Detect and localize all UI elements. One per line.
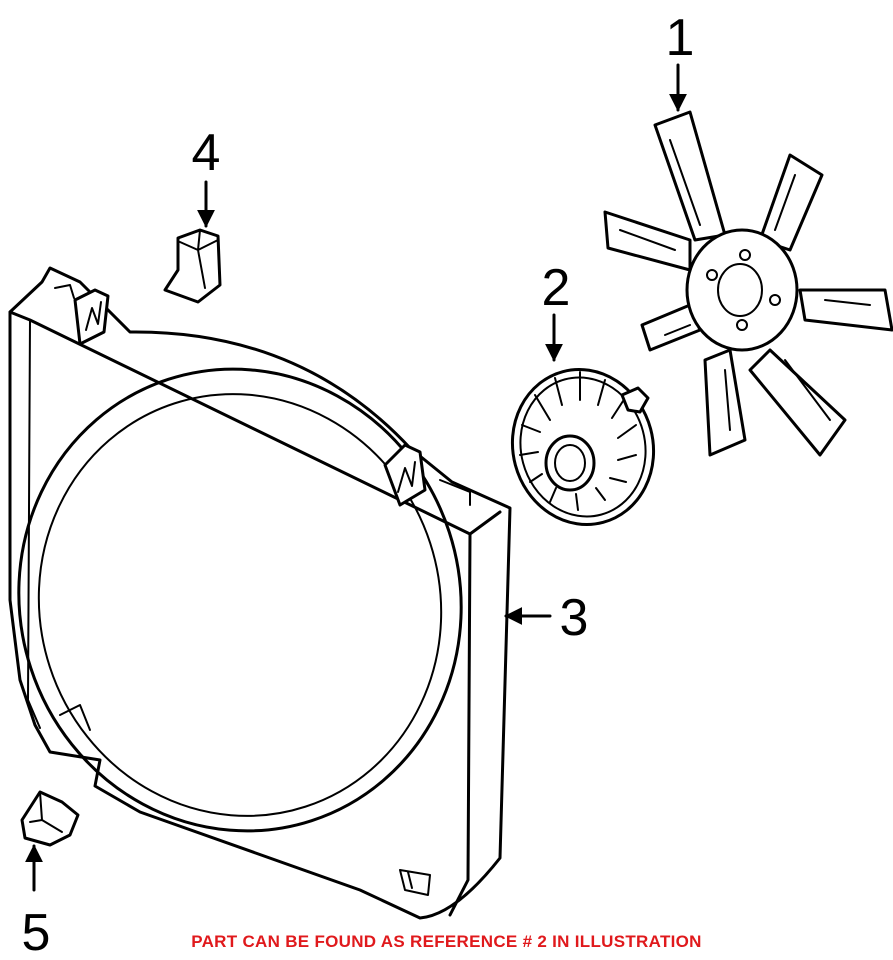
fan-shroud <box>8 266 512 920</box>
reference-caption: PART CAN BE FOUND AS REFERENCE # 2 IN IL… <box>191 932 702 951</box>
callout-arrows <box>25 63 687 892</box>
callout-number-5: 5 <box>22 904 51 960</box>
callout-number-4: 4 <box>192 124 221 182</box>
callout-number-3: 3 <box>560 589 589 647</box>
upper-clip <box>163 228 222 304</box>
fan-clutch <box>510 368 656 526</box>
fan-blade <box>603 110 893 457</box>
callout-number-2: 2 <box>542 259 571 317</box>
callout-numbers: 1 2 3 4 5 <box>22 9 695 960</box>
lower-clip <box>20 790 80 847</box>
callout-number-1: 1 <box>666 9 695 67</box>
